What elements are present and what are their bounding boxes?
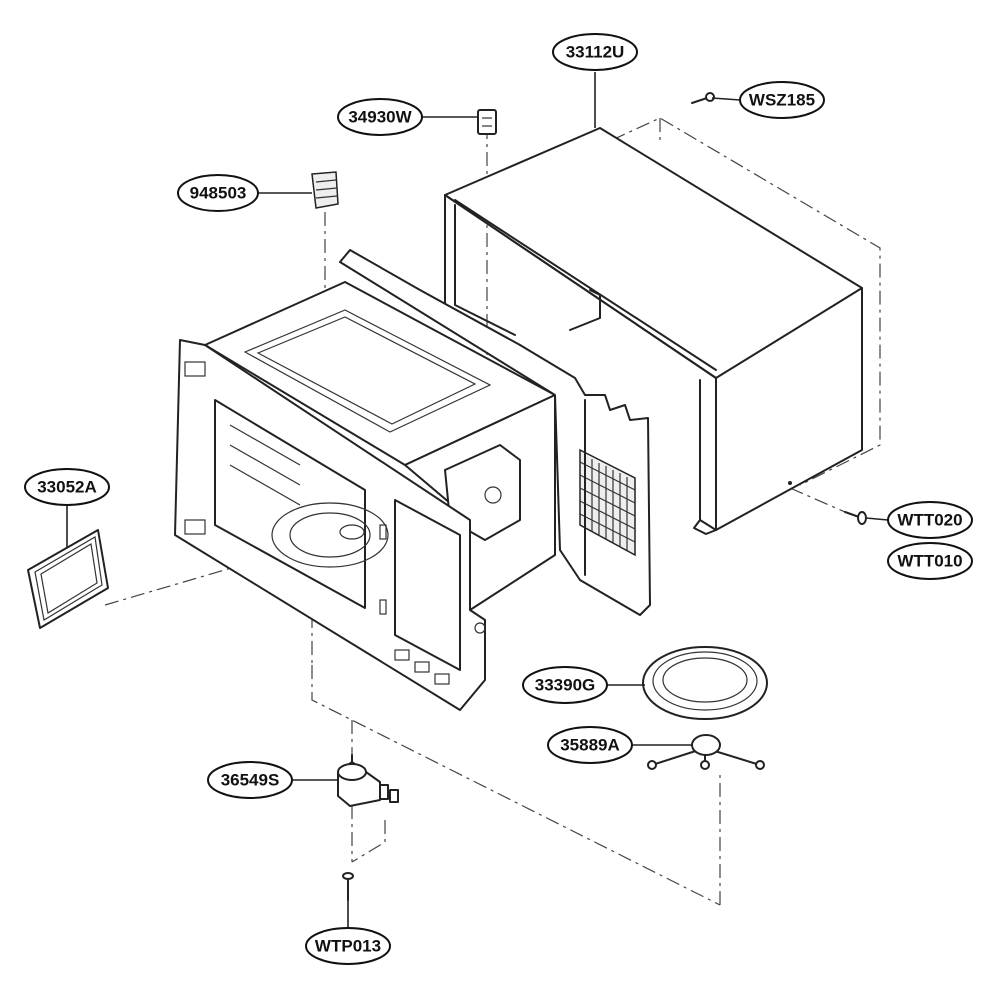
callout-label-WTT020: WTT020 (897, 511, 962, 530)
callout-label-WTT010: WTT010 (897, 552, 962, 571)
callout-label-948503: 948503 (190, 184, 247, 203)
callout-label-34930W: 34930W (348, 108, 412, 127)
callout-label-33390G: 33390G (535, 676, 596, 695)
callout-label-35889A: 35889A (560, 736, 620, 755)
callout-label-36549S: 36549S (221, 771, 280, 790)
callout-label-WTP013: WTP013 (315, 937, 381, 956)
part-948503-pad (311, 171, 339, 209)
callout-948503: 948503 (177, 174, 259, 212)
callout-label-33112U: 33112U (566, 43, 625, 62)
callout-33390G: 33390G (522, 666, 608, 704)
callout-33112U: 33112U (552, 33, 638, 71)
part-34930W-interlock-switch (477, 109, 497, 135)
part-WTT020-screw (844, 511, 867, 525)
callout-34930W: 34930W (337, 98, 423, 136)
part-35889A-roller-ring (647, 734, 765, 770)
callout-35889A: 35889A (547, 726, 633, 764)
callout-WSZ185: WSZ185 (739, 81, 825, 119)
callout-WTP013: WTP013 (305, 927, 391, 965)
part-36549S-turntable-motor (337, 754, 399, 807)
callout-WTT020: WTT020 (887, 501, 973, 539)
leader-lines (66, 72, 889, 930)
turntable-inside-cavity (271, 502, 389, 568)
part-WTP013-screw (342, 872, 354, 901)
part-33390G-glass-tray (642, 646, 768, 720)
callout-label-WSZ185: WSZ185 (749, 91, 815, 110)
callout-33052A: 33052A (24, 468, 110, 506)
callout-label-33052A: 33052A (37, 478, 97, 497)
callout-WTT010: WTT010 (887, 542, 973, 580)
part-WSZ185-screw (691, 92, 715, 104)
part-33052A-waveguide-cover (27, 529, 109, 629)
callout-36549S: 36549S (207, 761, 293, 799)
oven-cavity-assembly (174, 249, 651, 711)
